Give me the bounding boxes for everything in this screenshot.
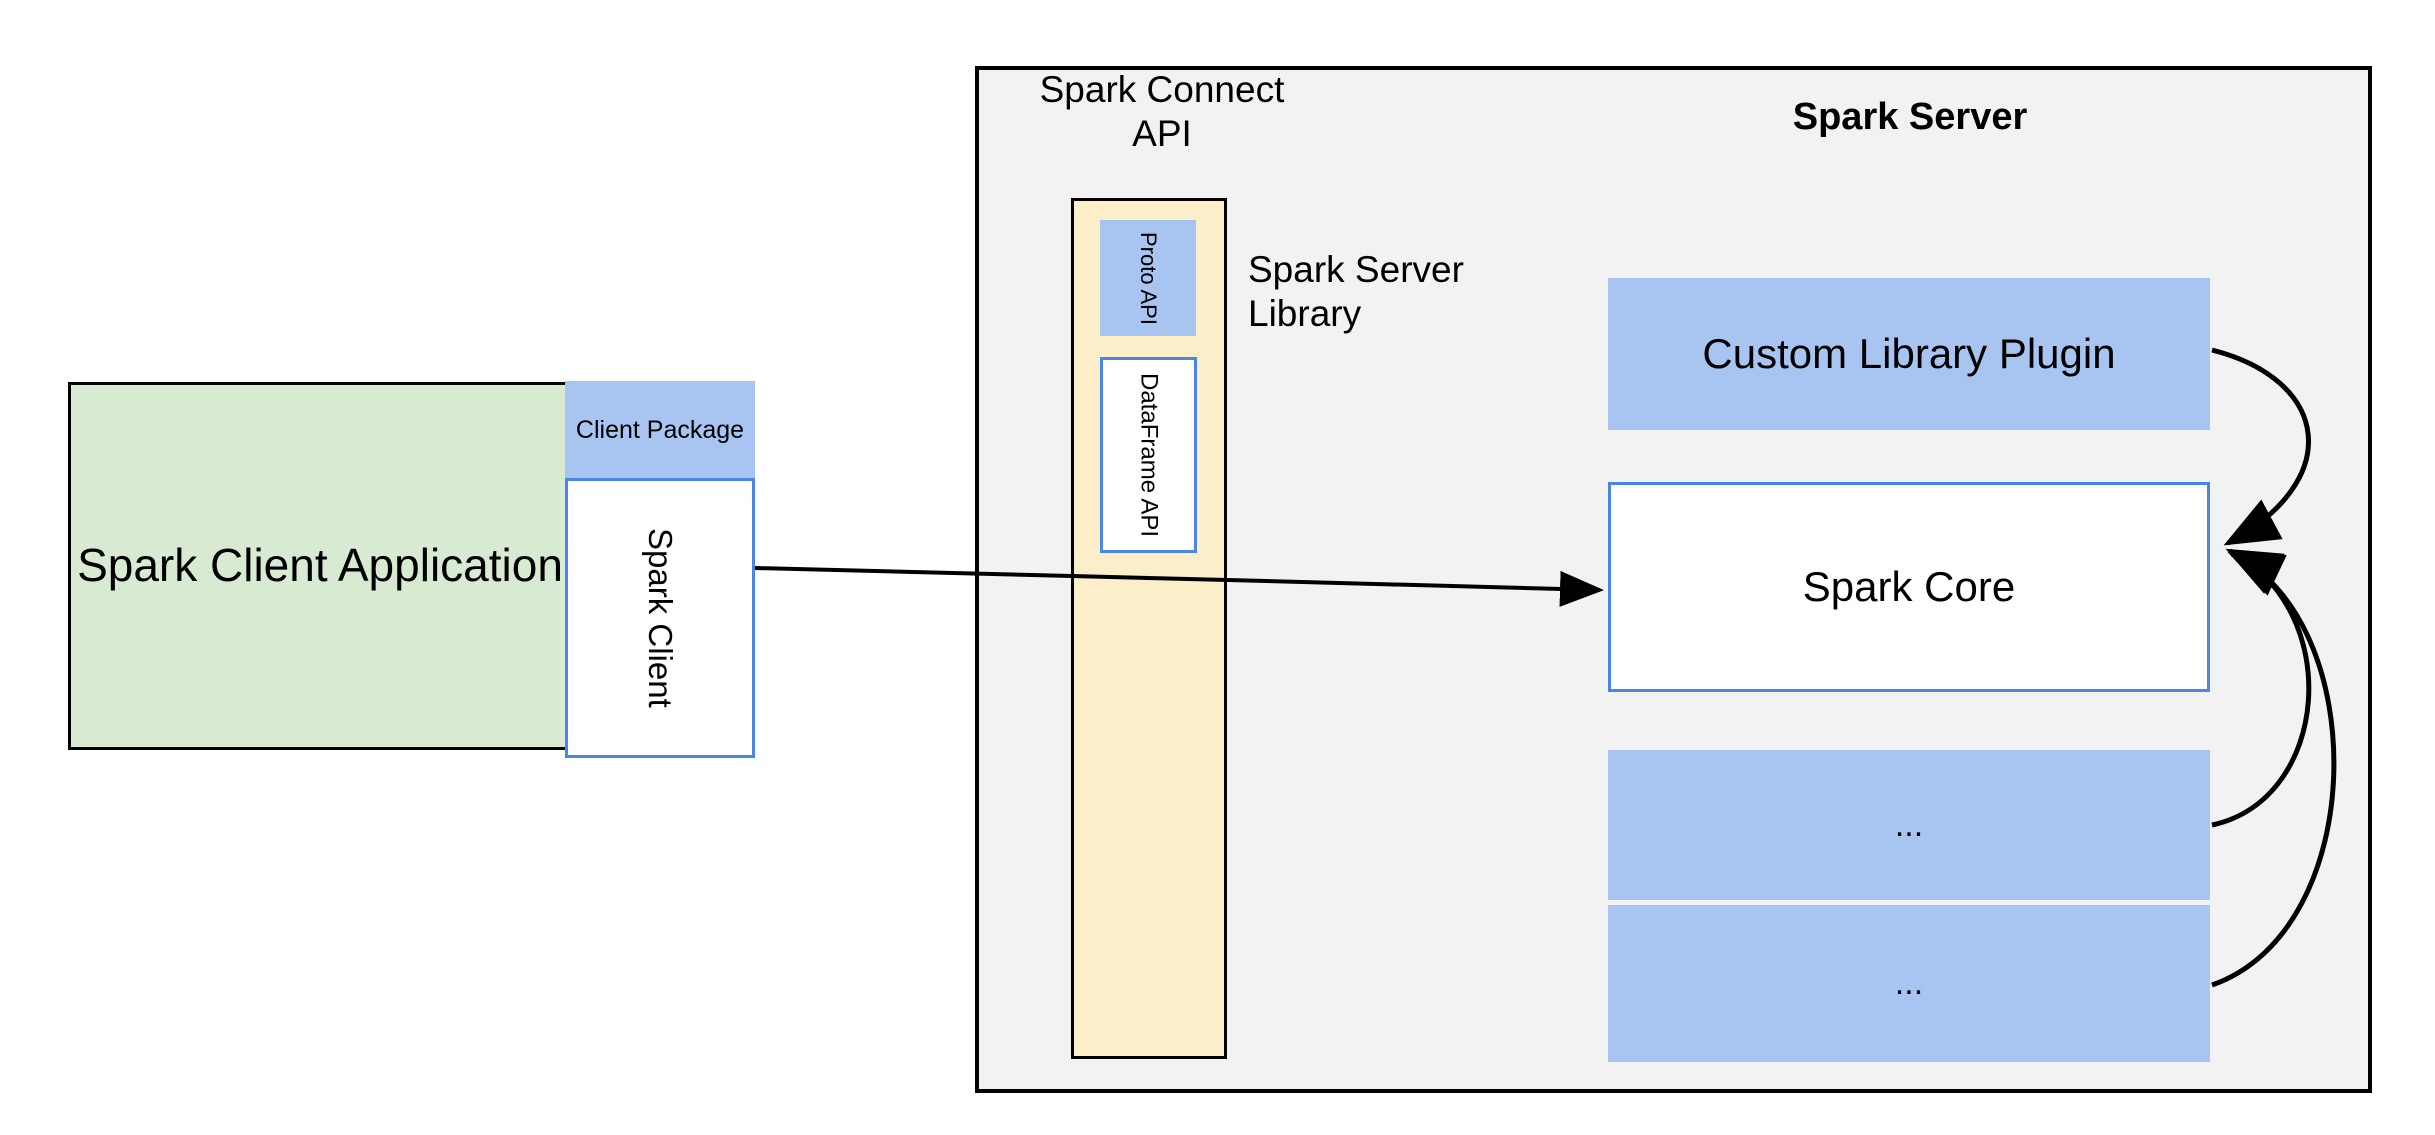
- proto-api-label: Proto API: [1136, 231, 1161, 325]
- server-component-placeholder-1[interactable]: ...: [1608, 750, 2210, 900]
- spark-core-label: Spark Core: [1802, 563, 2016, 610]
- spark-connect-api-column: [1071, 198, 1227, 1059]
- spark-client-box[interactable]: Spark Client: [565, 478, 755, 758]
- spark-client-application-box[interactable]: Spark Client Application: [68, 382, 572, 750]
- server-component-placeholder-2[interactable]: ...: [1608, 905, 2210, 1062]
- custom-library-plugin-label: Custom Library Plugin: [1702, 330, 2116, 377]
- server-component-placeholder-2-label: ...: [1894, 964, 1924, 1002]
- dataframe-api-box[interactable]: DataFrame API: [1100, 357, 1197, 553]
- custom-library-plugin-box[interactable]: Custom Library Plugin: [1608, 278, 2210, 430]
- client-package-label: Client Package: [575, 416, 745, 444]
- spark-core-box[interactable]: Spark Core: [1608, 482, 2210, 692]
- server-component-placeholder-1-label: ...: [1894, 805, 1924, 844]
- client-package-box[interactable]: Client Package: [565, 381, 755, 479]
- spark-client-application-label: Spark Client Application: [77, 539, 563, 592]
- proto-api-box[interactable]: Proto API: [1100, 220, 1196, 336]
- spark-connect-api-label: Spark Connect API: [1039, 69, 1285, 154]
- dataframe-api-label: DataFrame API: [1135, 372, 1163, 538]
- spark-server-library-label: Spark Server Library: [1248, 249, 1464, 334]
- spark-client-label: Spark Client: [642, 528, 679, 708]
- spark-server-title: Spark Server: [1792, 96, 2028, 138]
